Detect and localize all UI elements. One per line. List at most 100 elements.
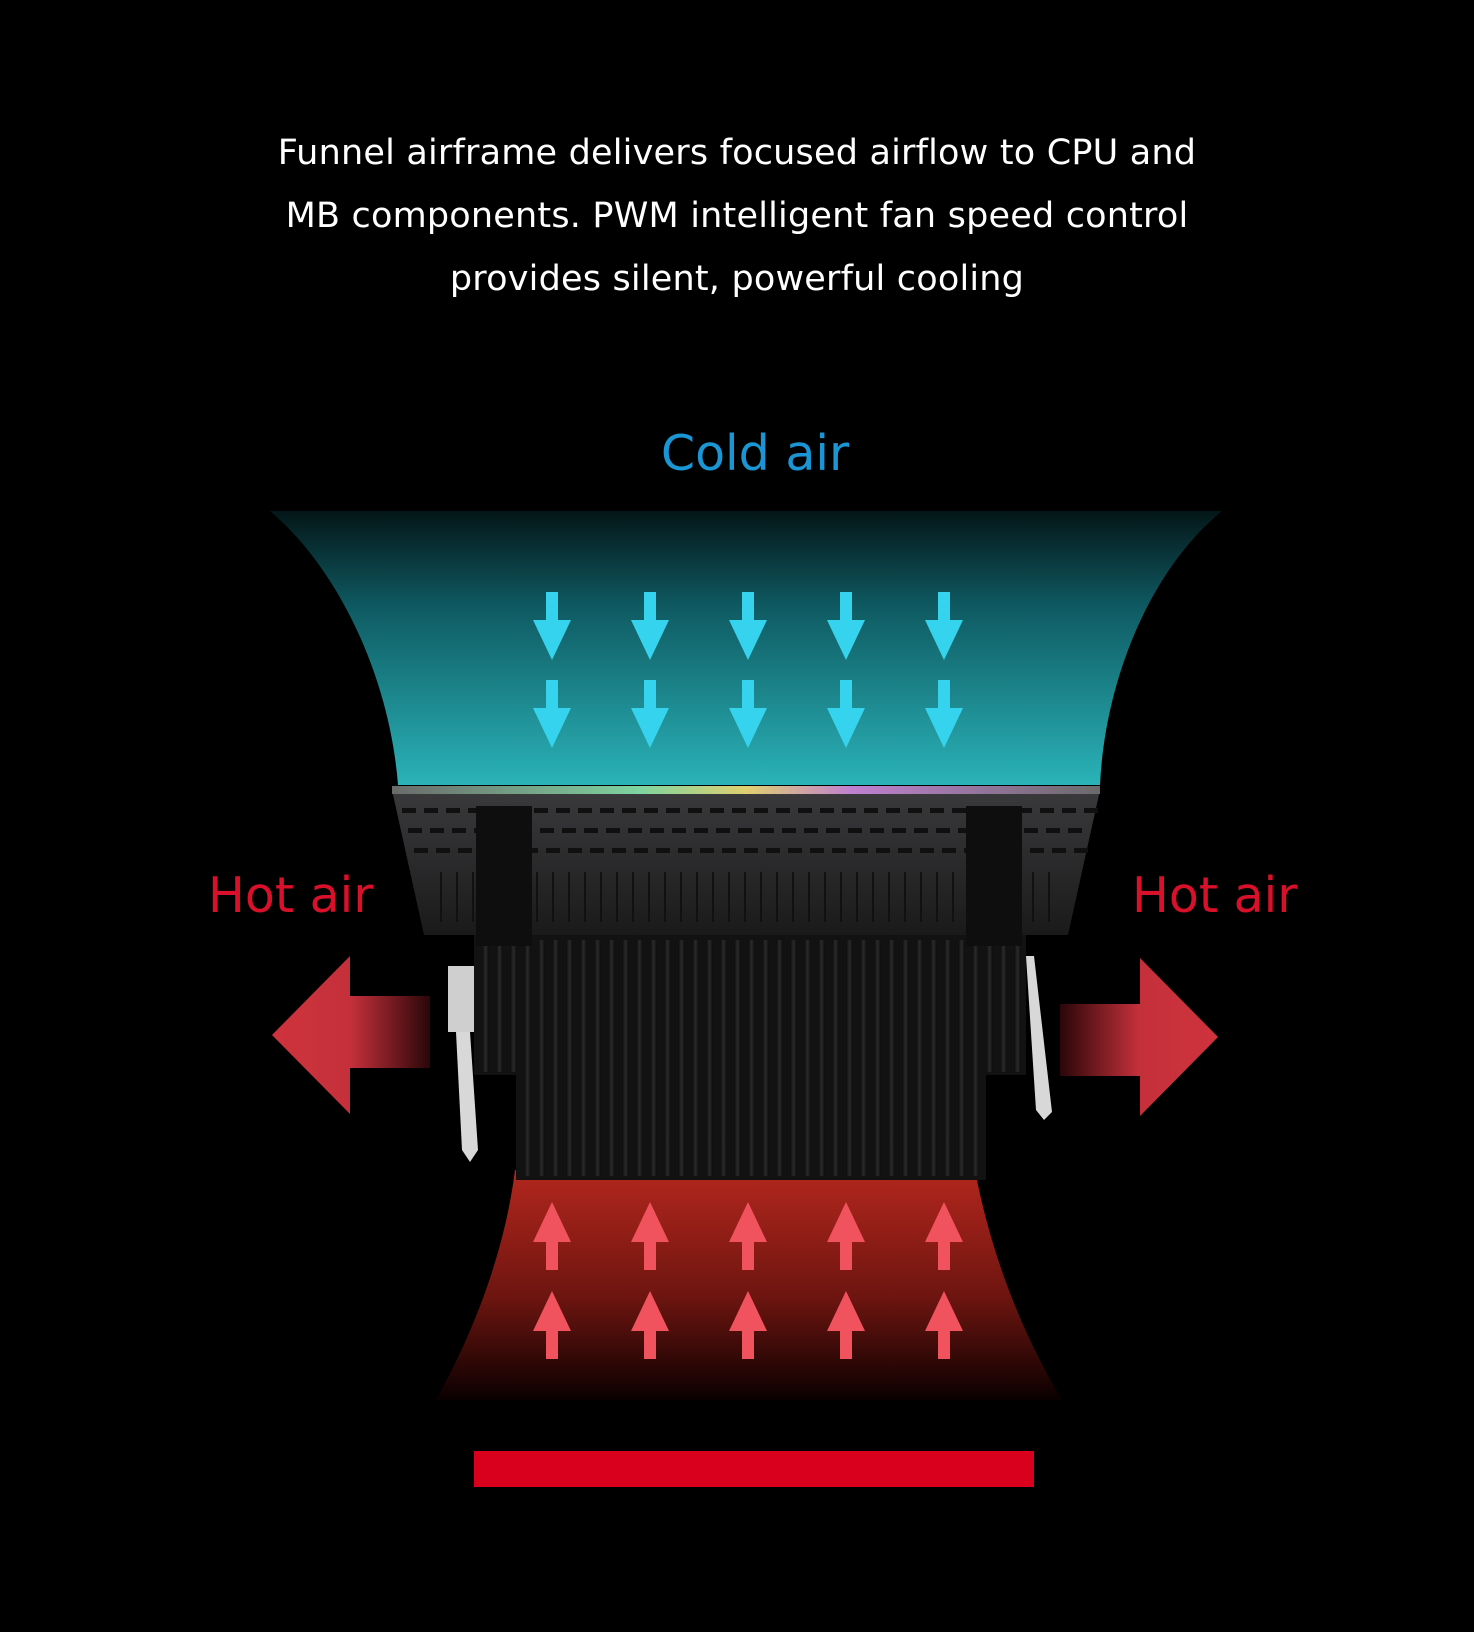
shroud-vent [848, 828, 862, 833]
shroud-rib [920, 872, 922, 922]
heatsink-fin [818, 940, 825, 1176]
shroud-rib [664, 872, 666, 922]
arrow-down-icon [533, 680, 571, 748]
shroud-vent [754, 808, 768, 813]
shroud-vent [534, 808, 548, 813]
cold-arrows-group [533, 592, 963, 748]
shroud-rib [712, 872, 714, 922]
shroud-vent [468, 808, 482, 813]
shroud-rib [600, 872, 602, 922]
shroud-rib [760, 872, 762, 922]
shroud-vent [788, 848, 802, 853]
shroud-vent [1040, 808, 1054, 813]
shroud-vent [936, 828, 950, 833]
shroud-rib [680, 872, 682, 922]
shroud-vent [700, 848, 714, 853]
shroud-vent [612, 848, 626, 853]
shroud-vent [540, 828, 554, 833]
headline-text: Funnel airframe delivers focused airflow… [187, 122, 1287, 311]
shroud-vent [1068, 828, 1082, 833]
heatsink-fin [678, 940, 685, 1176]
shroud-rib [536, 872, 538, 922]
heatsink-fin [804, 940, 811, 1176]
shroud-rib [744, 872, 746, 922]
heatsink-fin [888, 940, 895, 1176]
shroud-vent [568, 848, 582, 853]
shroud-vent [650, 828, 664, 833]
shroud-vent [656, 848, 670, 853]
arrow-up-icon [729, 1202, 767, 1270]
shroud-vent [430, 828, 444, 833]
shroud-vent [710, 808, 724, 813]
shroud-vent [408, 828, 422, 833]
shroud-vent [1052, 848, 1066, 853]
shroud-rib [696, 872, 698, 922]
heatsink-fin [524, 940, 531, 1176]
heatsink-fin [986, 940, 993, 1072]
shroud-vent [920, 848, 934, 853]
shroud-vent [1046, 828, 1060, 833]
shroud-vent [876, 848, 890, 853]
shroud-vent [1030, 848, 1044, 853]
heatsink-fin [972, 940, 979, 1176]
heatsink-fin [608, 940, 615, 1176]
shroud-vent [738, 828, 752, 833]
shroud-vent [798, 808, 812, 813]
heatsink-fin [720, 940, 727, 1176]
arrow-up-icon [631, 1291, 669, 1359]
shroud-rib [856, 872, 858, 922]
shroud-vent [766, 848, 780, 853]
shroud-vent [952, 808, 966, 813]
heatsink-fin [944, 940, 951, 1176]
shroud-vent [590, 848, 604, 853]
heatsink-fin [510, 940, 517, 1072]
shroud-rib [872, 872, 874, 922]
heatsink-fin [762, 940, 769, 1176]
heatsink-fin [930, 940, 937, 1176]
shroud-vent [424, 808, 438, 813]
shroud-vent [942, 848, 956, 853]
shroud-rib [840, 872, 842, 922]
shroud-vent [622, 808, 636, 813]
shroud-vent [606, 828, 620, 833]
mounting-clip-right [1026, 956, 1052, 1120]
heatsink-fin [1014, 940, 1021, 1072]
heatsink-fin [636, 940, 643, 1176]
shroud-vent [672, 828, 686, 833]
shroud-vent [760, 828, 774, 833]
shroud-rib [552, 872, 554, 922]
shroud-vent [578, 808, 592, 813]
shroud-vent [870, 828, 884, 833]
shroud-vent [716, 828, 730, 833]
hot-arrows-group [533, 1202, 963, 1359]
shroud-vent [666, 808, 680, 813]
shroud-vent [556, 808, 570, 813]
shroud-vent [402, 808, 416, 813]
heatsink-fin [580, 940, 587, 1176]
shroud-vent [842, 808, 856, 813]
heatsink-fin [650, 940, 657, 1176]
heatsink-fin [902, 940, 909, 1176]
shroud-vent [958, 828, 972, 833]
heatsink-fin [790, 940, 797, 1176]
arrow-up-icon [631, 1202, 669, 1270]
heat-source-bar [474, 1451, 1034, 1487]
headline-line-3: provides silent, powerful cooling [449, 259, 1025, 299]
shroud-vent [678, 848, 692, 853]
shroud-vent [914, 828, 928, 833]
shroud-vent [908, 808, 922, 813]
shroud-rib [888, 872, 890, 922]
shroud-vent [634, 848, 648, 853]
heatsink-fin [566, 940, 573, 1176]
arrow-down-icon [631, 592, 669, 660]
shroud-vent [562, 828, 576, 833]
arrow-down-icon [827, 680, 865, 748]
hot-air-funnel [436, 1170, 1062, 1400]
shroud-rib [648, 872, 650, 922]
shroud-rib [952, 872, 954, 922]
cooler-fan-shroud [392, 786, 1100, 946]
arrow-up-icon [729, 1291, 767, 1359]
shroud-vent [1024, 828, 1038, 833]
heatsink-fin [552, 940, 559, 1176]
shroud-vent [820, 808, 834, 813]
